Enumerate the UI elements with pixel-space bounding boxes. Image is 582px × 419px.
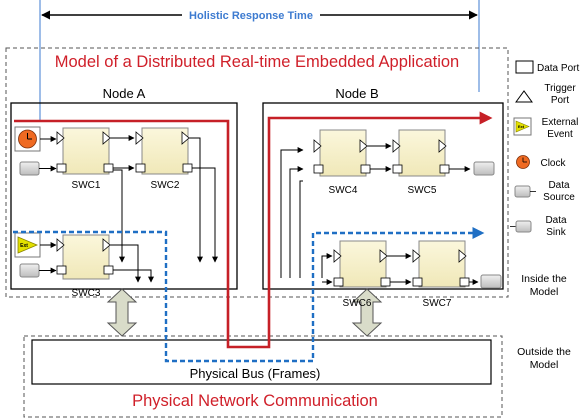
- node-b-label: Node B: [335, 86, 378, 101]
- data-port-legend-icon: [515, 60, 534, 74]
- swc3-component: [56, 234, 114, 280]
- data-sink-icon: [480, 274, 502, 289]
- blue-response-path: [13, 227, 485, 363]
- clock-icon: [14, 126, 41, 152]
- external-event-legend-icon: Ext: [513, 117, 532, 136]
- external-event-icon: Ext: [14, 232, 41, 258]
- swc3-label: SWC3: [72, 288, 101, 299]
- legend-clock: Clock: [540, 158, 566, 169]
- outside-model-line1: Outside the: [517, 346, 571, 358]
- legend-external-line1: External: [542, 117, 579, 128]
- node-b-box: [262, 102, 504, 290]
- data-sink-legend-icon: [510, 220, 532, 233]
- legend-sink-line2: Sink: [546, 227, 566, 238]
- physical-network-label: Physical Network Communication: [132, 392, 378, 410]
- legend: Data Port Trigger Port Ext External Even…: [510, 60, 579, 238]
- inside-model-line1: Inside the: [521, 273, 567, 285]
- swc1-label: SWC1: [72, 180, 101, 191]
- legend-sink-line1: Data: [545, 215, 567, 226]
- swc1-component: [56, 127, 114, 175]
- legend-data-port: Data Port: [537, 63, 579, 74]
- model-title: Model of a Distributed Real-time Embedde…: [55, 53, 459, 71]
- inside-model-line2: Model: [530, 286, 559, 298]
- data-source-icon: [19, 161, 40, 176]
- legend-source-line1: Data: [548, 180, 570, 191]
- clock-legend-icon: [516, 155, 530, 169]
- node-a-label: Node A: [103, 86, 146, 101]
- node-b-bus-link-icon: [351, 288, 383, 337]
- swc6-component: [333, 240, 391, 288]
- swc5-component: [392, 129, 450, 177]
- legend-external-line2: Event: [547, 129, 573, 140]
- svg-text:Ext: Ext: [518, 124, 525, 129]
- physical-boundary: [23, 335, 503, 418]
- data-sink-icon: [473, 161, 495, 176]
- swc7-component: [412, 240, 470, 288]
- svg-text:Ext: Ext: [20, 243, 28, 249]
- node-a-box: [10, 102, 238, 290]
- swc4-label: SWC4: [329, 185, 358, 196]
- legend-trigger-line2: Port: [551, 95, 570, 106]
- legend-trigger-line1: Trigger: [544, 83, 576, 94]
- swc7-label: SWC7: [423, 298, 452, 309]
- physical-bus-label: Physical Bus (Frames): [190, 366, 321, 381]
- model-boundary: [5, 47, 509, 298]
- legend-source-line2: Source: [543, 192, 575, 203]
- red-response-path: [14, 111, 493, 349]
- swc2-label: SWC2: [151, 180, 180, 191]
- holistic-response-time: Holistic Response Time: [39, 0, 480, 120]
- data-source-icon: [19, 263, 40, 278]
- swc2-component: [135, 127, 193, 175]
- swc5-label: SWC5: [408, 185, 437, 196]
- trigger-port-legend-icon: [515, 90, 533, 103]
- response-time-label: Holistic Response Time: [189, 10, 313, 22]
- node-a-bus-link-icon: [106, 288, 138, 337]
- data-source-legend-icon: [514, 185, 536, 198]
- swc6-label: SWC6: [343, 298, 372, 309]
- outside-model-line2: Model: [530, 359, 559, 371]
- swc4-component: [313, 129, 371, 177]
